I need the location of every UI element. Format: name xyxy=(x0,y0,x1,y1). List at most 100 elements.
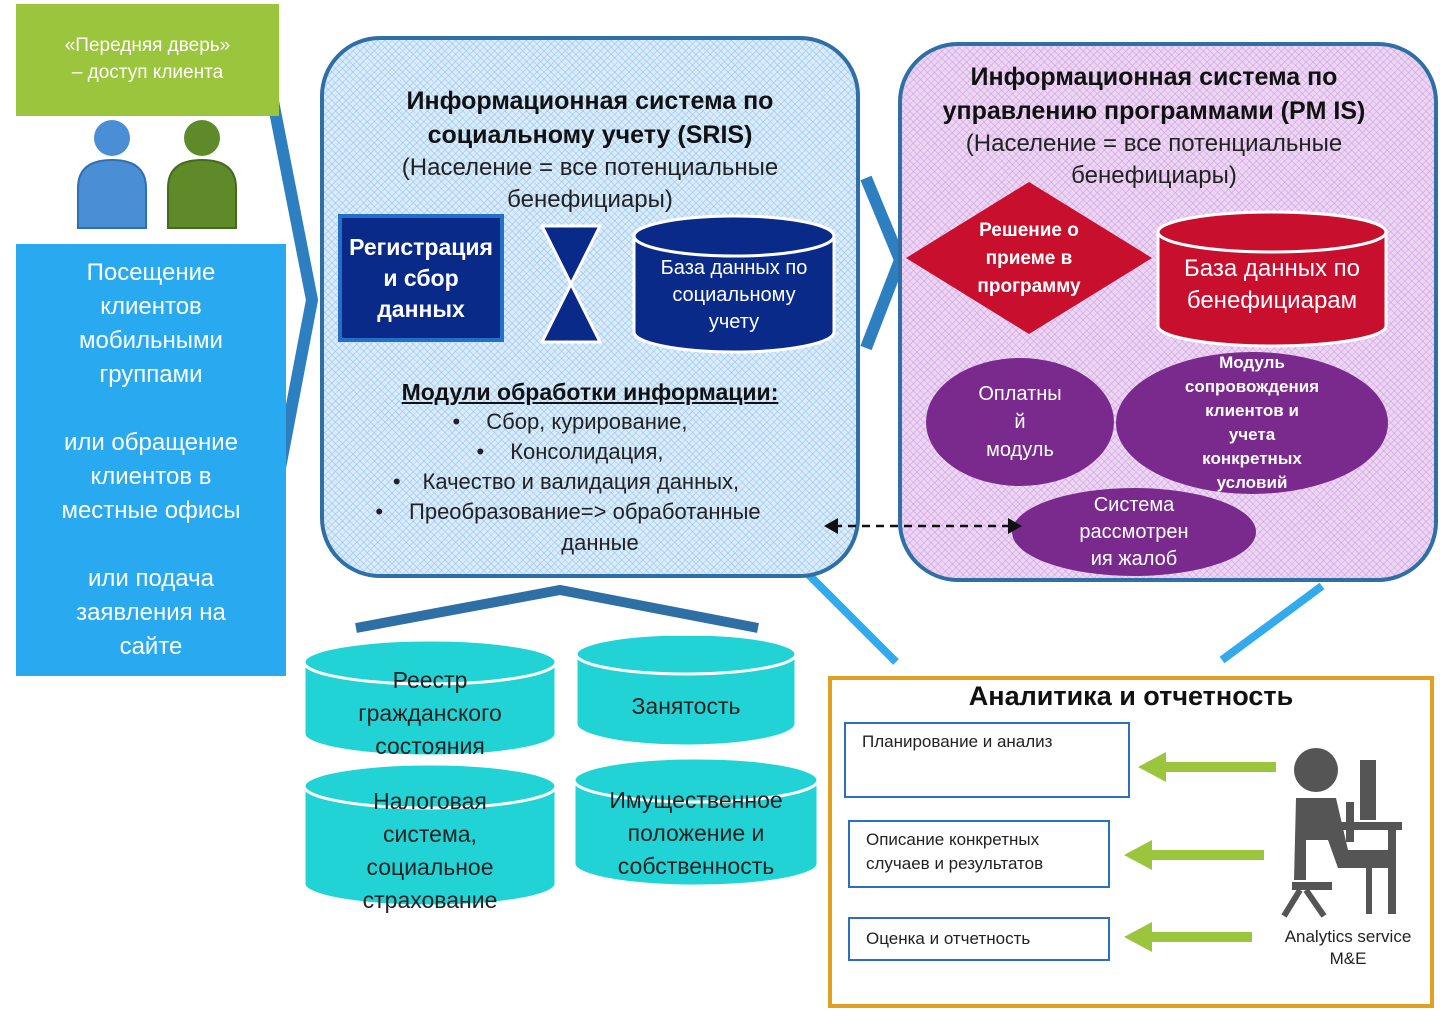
sris-title: Информационная система по социальному уч… xyxy=(330,84,850,216)
evaluation-text: Оценка и отчетность xyxy=(866,929,1031,948)
payment-line1: Оплатны xyxy=(978,383,1062,405)
bullet-1: • xyxy=(452,409,461,434)
grievance-line1: Система xyxy=(1093,493,1175,516)
sris-title-line1: Информационная система по xyxy=(406,87,774,115)
beneficiary-db-label: База данных по бенефициарам xyxy=(1160,250,1384,320)
civil-line1: Реестр xyxy=(392,667,468,693)
property-label: Имущественное положение и собственность xyxy=(574,784,818,883)
front-door-line2: – доступ клиента xyxy=(71,62,224,83)
analytics-service-label: Analytics service M&E xyxy=(1262,926,1434,970)
module-4b-text: данные xyxy=(561,530,639,555)
dashed-bidirectional-arrow xyxy=(824,518,1022,534)
sris-subtitle-line1: (Население = все потенциальные xyxy=(401,154,779,181)
tax-line4: страхование xyxy=(362,887,498,913)
social-registry-db-label: База данных по социальному учету xyxy=(636,250,832,340)
decision-line2: приеме в xyxy=(985,248,1073,269)
bullet-2: • xyxy=(476,439,485,464)
channels-line4: группами xyxy=(99,361,203,388)
civil-registry-label: Реестр гражданского состояния xyxy=(304,664,556,763)
module-item-1: • Сбор, курирование, xyxy=(430,407,710,437)
cases-line2: случаев и результатов xyxy=(866,854,1044,873)
grievance-line3: ия жалоб xyxy=(1090,547,1178,570)
planning-text: Планирование и анализ xyxy=(862,732,1053,751)
module-item-4: •Преобразование=> обработанные xyxy=(338,497,798,527)
employment-text: Занятость xyxy=(631,693,741,719)
pmis-subtitle-line2: бенефициары) xyxy=(1071,162,1237,189)
bullet-4: • xyxy=(375,499,384,524)
arrow-left-icon xyxy=(1138,752,1278,782)
tax-system-label: Налоговая система, социальное страховани… xyxy=(304,785,556,917)
arrow-left-icon xyxy=(1124,840,1264,870)
property-line3: собственность xyxy=(617,853,775,879)
decision-line1: Решение о xyxy=(979,220,1079,241)
front-door-line1: «Передняя дверь» xyxy=(64,35,231,56)
front-door-box: «Передняя дверь» – доступ клиента xyxy=(16,4,279,116)
cases-line1: Описание конкретных xyxy=(866,830,1040,849)
registration-line1: Регистрация xyxy=(349,233,493,260)
sris-db-line2: социальному xyxy=(672,283,796,306)
channels-line1: Посещение xyxy=(86,259,216,286)
registration-line2: и сбор xyxy=(383,264,459,291)
case-line4: учета xyxy=(1228,425,1276,444)
channels-line3: мобильными xyxy=(79,327,223,354)
property-line2: положение и xyxy=(627,820,765,846)
civil-registry-cylinder xyxy=(302,638,558,758)
payment-line3: модуль xyxy=(986,439,1054,461)
arrow-left-icon xyxy=(1124,922,1252,952)
modules-heading: Модули обработки информации: xyxy=(401,379,779,405)
beneficiary-db-shape xyxy=(1156,210,1388,348)
case-line2: сопровождения xyxy=(1184,377,1320,396)
bullet-3: • xyxy=(392,469,401,494)
case-line5: конкретных xyxy=(1202,449,1302,468)
module-3-text: Качество и валидация данных, xyxy=(422,469,740,494)
decision-label: Решение о приеме в программу xyxy=(950,214,1108,304)
registration-box: Регистрация и сбор данных xyxy=(338,214,504,342)
social-registry-db-shape xyxy=(632,214,836,354)
tax-line3: социальное xyxy=(366,854,494,880)
planning-box: Планирование и анализ xyxy=(844,722,1130,798)
channels-line5: или обращение xyxy=(63,429,239,456)
sris-db-line3: учету xyxy=(708,310,760,333)
payment-line2: й xyxy=(1014,411,1026,433)
bracket-registries xyxy=(355,584,759,633)
channels-line7: местные офисы xyxy=(61,497,241,524)
module-2-text: Консолидация, xyxy=(510,439,664,464)
registration-line3: данных xyxy=(377,295,465,322)
line-pmis-to-analytics xyxy=(1219,582,1325,664)
module-item-3: • Качество и валидация данных, xyxy=(356,467,776,497)
pmis-subtitle-line1: (Население = все потенциальные xyxy=(965,130,1343,157)
grievance-line2: рассмотрен xyxy=(1079,520,1189,543)
chevron-sris-to-pmis xyxy=(860,175,907,351)
channels-line6: клиентов в xyxy=(90,463,212,490)
service-line2: M&E xyxy=(1329,949,1367,968)
channels-line8: или подача xyxy=(88,565,214,592)
channels-line9: заявления на xyxy=(76,599,226,626)
module-1-text: Сбор, курирование, xyxy=(486,409,688,434)
tax-line2: система, xyxy=(383,821,477,847)
property-cylinder xyxy=(572,756,820,888)
registry-cylinders xyxy=(302,636,820,908)
analytics-title: Аналитика и отчетность xyxy=(968,681,1294,711)
case-line1: Модуль xyxy=(1219,353,1285,372)
processing-modules: Модули обработки информации: xyxy=(330,376,850,408)
case-line6: условий xyxy=(1216,473,1288,492)
pmis-db-line2: бенефициарам xyxy=(1186,287,1358,314)
civil-line3: состояния xyxy=(375,733,485,759)
eligibility-decision-diamond xyxy=(906,182,1152,334)
channels-line10: сайте xyxy=(119,633,183,660)
pmis-title: Информационная система по управлению про… xyxy=(900,60,1408,192)
employment-label: Занятость xyxy=(576,690,796,723)
access-channels-box: Посещение клиентов мобильными группами и… xyxy=(16,244,286,676)
tax-system-cylinder xyxy=(302,762,558,908)
sris-db-line1: База данных по xyxy=(660,256,808,279)
service-line1: Analytics service xyxy=(1284,927,1412,946)
pmis-title-line1: Информационная система по xyxy=(970,63,1338,91)
payment-module: Оплатны й модуль xyxy=(926,358,1114,486)
module-item-4b: данные xyxy=(500,528,700,558)
tax-line1: Налоговая xyxy=(373,788,487,814)
person-green-icon xyxy=(167,120,237,229)
channels-line2: клиентов xyxy=(100,293,202,320)
pmis-title-line2: управлению программами (PM IS) xyxy=(942,97,1366,125)
decision-line3: программу xyxy=(977,276,1081,297)
case-description-box: Описание конкретных случаев и результато… xyxy=(848,820,1110,888)
